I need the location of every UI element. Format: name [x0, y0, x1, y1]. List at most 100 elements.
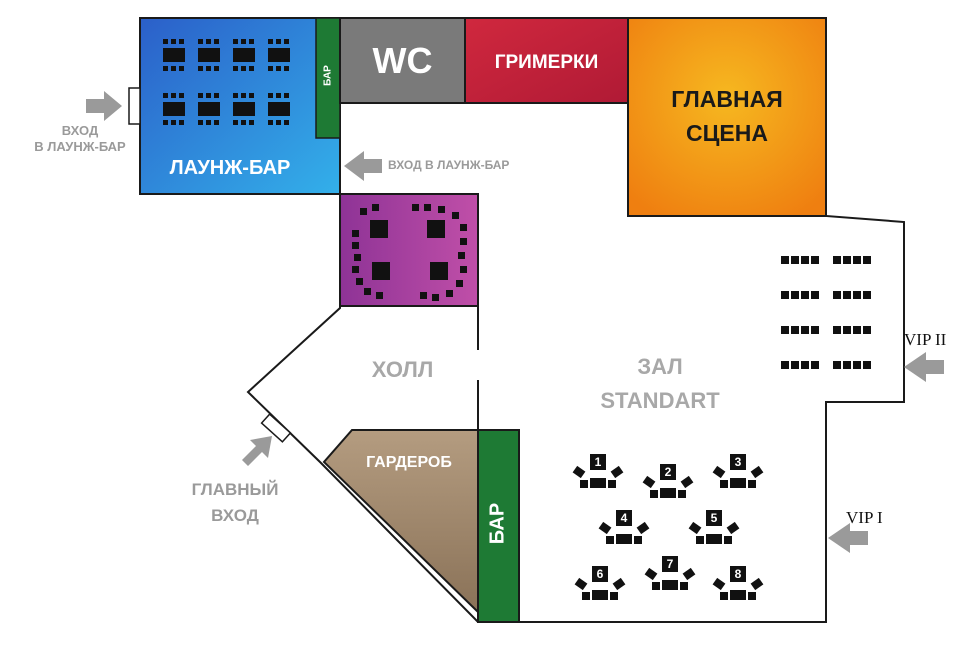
vip-room-tables: [352, 204, 467, 301]
lounge-chair: [241, 93, 246, 98]
lounge-left-entrance-label-1: ВХОД: [61, 123, 99, 138]
table-number-6: 6: [592, 566, 608, 582]
vip-chair: [354, 254, 361, 261]
table-number-2: 2: [660, 464, 676, 480]
lounge-chair: [171, 39, 176, 44]
vip-chair: [372, 204, 379, 211]
vip2-seat: [781, 361, 789, 369]
lounge-chair: [284, 120, 289, 125]
vip2-seat: [843, 291, 851, 299]
lounge-tables: [163, 39, 290, 125]
wc-label: WC: [372, 40, 433, 81]
standart-chair: [680, 475, 694, 489]
vip2-seat: [801, 291, 809, 299]
vip-chair: [460, 238, 467, 245]
vip2-seat: [811, 256, 819, 264]
lounge-chair: [268, 120, 273, 125]
vip-chair: [460, 266, 467, 273]
vip2-seat: [791, 256, 799, 264]
vip-chair: [364, 288, 371, 295]
lounge-table: [163, 48, 185, 62]
standart-table: [730, 478, 746, 488]
lounge-chair: [179, 120, 184, 125]
vip2-seating: [781, 256, 871, 369]
vip-table: [427, 220, 445, 238]
standart-chair: [748, 592, 756, 600]
lounge-chair: [206, 93, 211, 98]
lounge-right-arrow-icon: [344, 151, 382, 181]
lounge-table: [268, 102, 290, 116]
vip2-seat: [833, 256, 841, 264]
vip-table: [430, 262, 448, 280]
standart-chair: [750, 577, 764, 591]
lounge-bar-counter: [315, 17, 341, 139]
standart-chair: [720, 592, 728, 600]
standart-chair: [634, 536, 642, 544]
lounge-chair: [214, 120, 219, 125]
lounge-chair: [249, 120, 254, 125]
standart-chair: [642, 475, 656, 489]
standart-chair: [644, 567, 658, 581]
main-stage[interactable]: [627, 17, 827, 217]
vip2-seat: [791, 326, 799, 334]
vip2-seat: [863, 291, 871, 299]
main-stage-label-1: ГЛАВНАЯ: [671, 86, 783, 112]
standart-chair: [680, 582, 688, 590]
lounge-chair: [241, 120, 246, 125]
vip2-seat: [811, 361, 819, 369]
vip2-seat: [791, 361, 799, 369]
lounge-chair: [268, 39, 273, 44]
standart-chair: [650, 490, 658, 498]
lounge-left-entrance-label-2: В ЛАУНЖ-БАР: [34, 139, 126, 154]
vip-chair: [420, 292, 427, 299]
lounge-chair: [276, 120, 281, 125]
main-entrance-label-2: ВХОД: [211, 506, 259, 525]
vip2-seat: [781, 291, 789, 299]
vip1-label: VIP I: [846, 508, 883, 527]
vip2-seat: [863, 361, 871, 369]
vip-chair: [412, 204, 419, 211]
lounge-left-door: [128, 87, 141, 125]
vip2-seat: [801, 256, 809, 264]
wardrobe-label: ГАРДЕРОБ: [366, 454, 452, 471]
standart-table: [592, 590, 608, 600]
lounge-chair: [241, 39, 246, 44]
vip2-label: VIP II: [904, 330, 947, 349]
table-number-5: 5: [706, 510, 722, 526]
standart-table: [660, 488, 676, 498]
standart-chair: [580, 480, 588, 488]
vip-chair: [460, 224, 467, 231]
lounge-chair: [249, 66, 254, 71]
main-stage-label-2: СЦЕНА: [686, 120, 768, 146]
vip2-seat: [833, 291, 841, 299]
lounge-chair: [179, 66, 184, 71]
standart-chair: [682, 567, 696, 581]
lounge-left-arrow-icon: [86, 91, 122, 121]
lounge-chair: [171, 66, 176, 71]
vip-chair: [352, 230, 359, 237]
dressing-rooms[interactable]: [464, 17, 629, 104]
vip-chair: [352, 242, 359, 249]
vip2-seat: [781, 326, 789, 334]
standart-label-2: STANDART: [600, 388, 720, 413]
standart-table: [616, 534, 632, 544]
standart-chair: [712, 465, 726, 479]
lounge-chair: [249, 93, 254, 98]
dressing-rooms-label: ГРИМЕРКИ: [494, 52, 599, 73]
vip-chair: [446, 290, 453, 297]
main-bar[interactable]: [477, 429, 520, 623]
standart-chair: [652, 582, 660, 590]
vip-chair: [376, 292, 383, 299]
main-entrance-door: [260, 413, 292, 443]
vip-chair: [456, 280, 463, 287]
lounge-chair: [214, 39, 219, 44]
lounge-chair: [233, 120, 238, 125]
vip-table: [372, 262, 390, 280]
vip-table: [370, 220, 388, 238]
vip2-seat: [853, 326, 861, 334]
lounge-table: [233, 102, 255, 116]
vip1-arrow-icon: [828, 523, 868, 553]
vip2-seat: [833, 361, 841, 369]
table-number-4: 4: [616, 510, 632, 526]
